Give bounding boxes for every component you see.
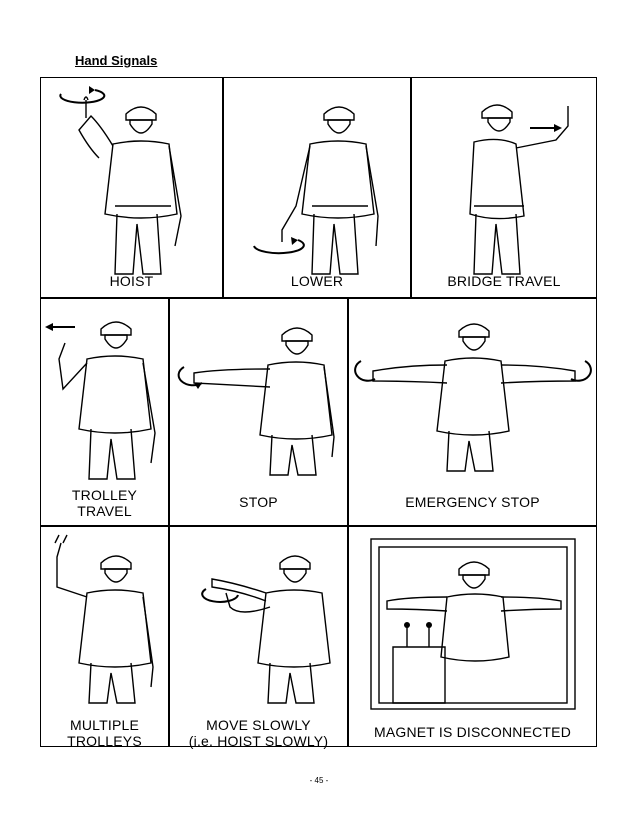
signal-label: MAGNET IS DISCONNECTED [373, 724, 572, 740]
signal-cell [170, 299, 347, 525]
page-number: - 45 - [309, 776, 329, 785]
magnet-disconnected-signal-icon [370, 538, 576, 710]
grid-divider [222, 77, 224, 297]
move-slowly-signal-icon [201, 555, 331, 704]
emergency-stop-signal-icon [354, 323, 592, 472]
signal-label: MOVE SLOWLY (i.e. HOIST SLOWLY) [188, 717, 329, 749]
hoist-signal-icon [59, 86, 182, 275]
signal-label: MULTIPLE TROLLEYS [67, 717, 142, 749]
grid-divider [410, 77, 412, 297]
grid-divider [347, 525, 349, 747]
signals-grid [40, 77, 597, 747]
signal-label: HOIST [109, 273, 154, 289]
signal-label: LOWER [290, 273, 344, 289]
grid-divider [40, 525, 597, 527]
signal-cell [349, 299, 596, 525]
trolley-travel-signal-icon [45, 321, 156, 480]
multiple-trolleys-signal-icon [54, 534, 154, 704]
grid-divider [168, 525, 170, 747]
bridge-travel-signal-icon [469, 104, 569, 275]
signal-cell [170, 527, 347, 747]
grid-divider [347, 297, 349, 525]
grid-divider [40, 297, 597, 299]
lower-signal-icon [253, 106, 379, 275]
grid-divider [168, 297, 170, 525]
signal-label: STOP [239, 494, 278, 510]
signal-label: EMERGENCY STOP [405, 494, 540, 510]
signal-label: TROLLEY TRAVEL [71, 487, 138, 519]
signal-label: BRIDGE TRAVEL [447, 273, 561, 289]
page-heading: Hand Signals [75, 53, 158, 68]
signal-cell [41, 527, 168, 747]
signal-cell [224, 78, 410, 297]
stop-signal-icon [177, 327, 335, 476]
signal-cell [412, 78, 596, 297]
signal-cell [349, 527, 596, 747]
signal-cell [41, 299, 168, 525]
signal-cell [41, 78, 222, 297]
